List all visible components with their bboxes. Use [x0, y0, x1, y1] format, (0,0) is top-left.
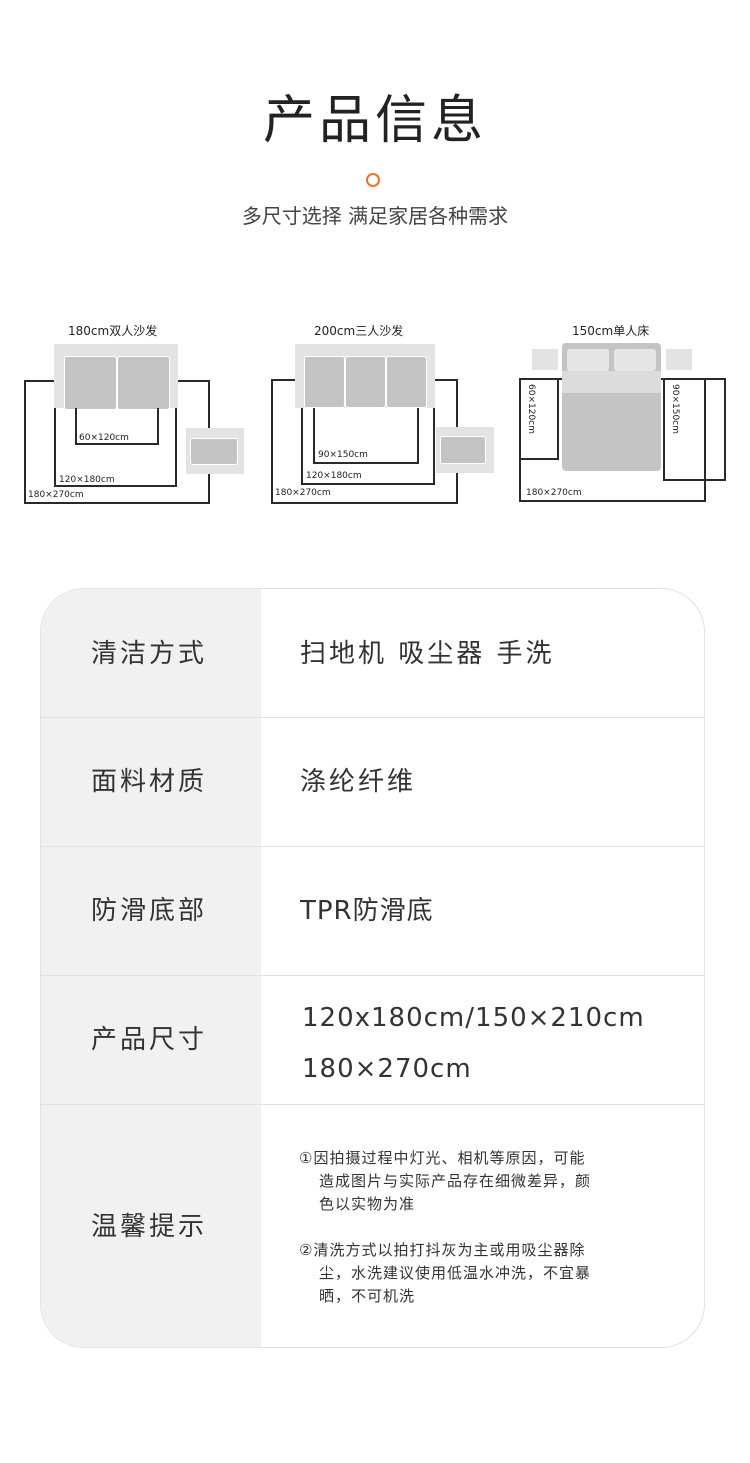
- inner-size-label: 90×150cm: [318, 450, 368, 460]
- note-line: 晒，不可机洗: [319, 1287, 416, 1305]
- bed-cover: [562, 371, 661, 393]
- mid-size-label: 120×180cm: [59, 475, 115, 485]
- sofa-cushion: [304, 356, 345, 408]
- diagram-label: 200cm三人沙发: [314, 324, 404, 338]
- accent-circle-icon: [366, 173, 380, 187]
- side-table-top: [440, 436, 486, 464]
- spec-label: 面料材质: [91, 767, 208, 797]
- sofa-cushion: [386, 356, 427, 408]
- side-table-top: [190, 438, 238, 465]
- outer-size-label: 180×270cm: [275, 488, 331, 498]
- sofa-cushion: [64, 356, 117, 410]
- spec-row: 产品尺寸 120x180cm/150×210cm 180×270cm: [41, 976, 704, 1105]
- spec-label: 温馨提示: [91, 1212, 208, 1242]
- spec-label: 产品尺寸: [91, 1025, 208, 1055]
- nightstand-right: [666, 349, 692, 370]
- note-line: 造成图片与实际产品存在细微差异，颜: [319, 1172, 592, 1190]
- spec-label: 清洁方式: [91, 639, 208, 669]
- page-subtitle: 多尺寸选择 满足家居各种需求: [241, 204, 509, 228]
- row-divider: [41, 975, 704, 976]
- spec-value-line1: 120x180cm/150×210cm: [302, 1003, 645, 1033]
- spec-label: 防滑底部: [91, 896, 208, 926]
- row-divider: [41, 717, 704, 718]
- note-1: ①因拍摄过程中灯光、相机等原因，可能 造成图片与实际产品存在细微差异，颜 色以实…: [299, 1147, 639, 1216]
- label-column: [41, 589, 261, 1347]
- rug-right: [663, 378, 726, 481]
- diagram-label: 150cm单人床: [572, 324, 650, 338]
- pillow: [614, 349, 656, 371]
- spec-value: 涤纶纤维: [300, 767, 417, 797]
- sofa-cushion: [345, 356, 386, 408]
- rug-left: [519, 378, 559, 460]
- row-divider: [41, 1104, 704, 1105]
- spec-row: 清洁方式 扫地机 吸尘器 手洗: [41, 589, 704, 718]
- outer-size-label: 180×270cm: [28, 490, 84, 500]
- note-line: 色以实物为准: [319, 1195, 416, 1213]
- note-2: ②清洗方式以拍打抖灰为主或用吸尘器除 尘，水洗建议使用低温水冲洗，不宜暴 晒，不…: [299, 1239, 639, 1308]
- right-size-label: 90×150cm: [670, 384, 680, 434]
- spec-value-line2: 180×270cm: [302, 1054, 472, 1084]
- spec-value: 扫地机 吸尘器 手洗: [300, 639, 555, 669]
- note-line: 尘，水洗建议使用低温水冲洗，不宜暴: [319, 1264, 592, 1282]
- inner-size-label: 60×120cm: [79, 433, 129, 443]
- diagram-two-seat-sofa: 180cm双人沙发 60×120cm 120×180cm 180×270cm: [0, 318, 250, 518]
- page-title: 产品信息: [262, 91, 487, 151]
- left-size-label: 60×120cm: [526, 384, 536, 434]
- pillow: [567, 349, 609, 371]
- diagram-three-seat-sofa: 200cm三人沙发 90×150cm 120×180cm 180×270cm: [250, 318, 500, 518]
- diagram-single-bed: 150cm单人床 60×120cm 90×150cm 180×270cm: [500, 318, 750, 518]
- spec-row: 面料材质 涤纶纤维: [41, 718, 704, 847]
- note-line: ②清洗方式以拍打抖灰为主或用吸尘器除: [299, 1241, 586, 1259]
- mid-size-label: 120×180cm: [306, 471, 362, 481]
- rug-inner: [75, 408, 159, 445]
- row-divider: [41, 846, 704, 847]
- nightstand-left: [532, 349, 558, 370]
- note-line: ①因拍摄过程中灯光、相机等原因，可能: [299, 1149, 586, 1167]
- spec-row: 防滑底部 TPR防滑底: [41, 847, 704, 976]
- spec-row: 温馨提示 ①因拍摄过程中灯光、相机等原因，可能 造成图片与实际产品存在细微差异，…: [41, 1105, 704, 1347]
- rug-inner: [313, 408, 419, 464]
- spec-value: TPR防滑底: [300, 896, 434, 926]
- spec-table: 清洁方式 扫地机 吸尘器 手洗 面料材质 涤纶纤维 防滑底部 TPR防滑底 产品…: [40, 588, 705, 1348]
- sofa-cushion: [117, 356, 170, 410]
- diagram-label: 180cm双人沙发: [68, 324, 158, 338]
- outer-size-label: 180×270cm: [526, 488, 582, 498]
